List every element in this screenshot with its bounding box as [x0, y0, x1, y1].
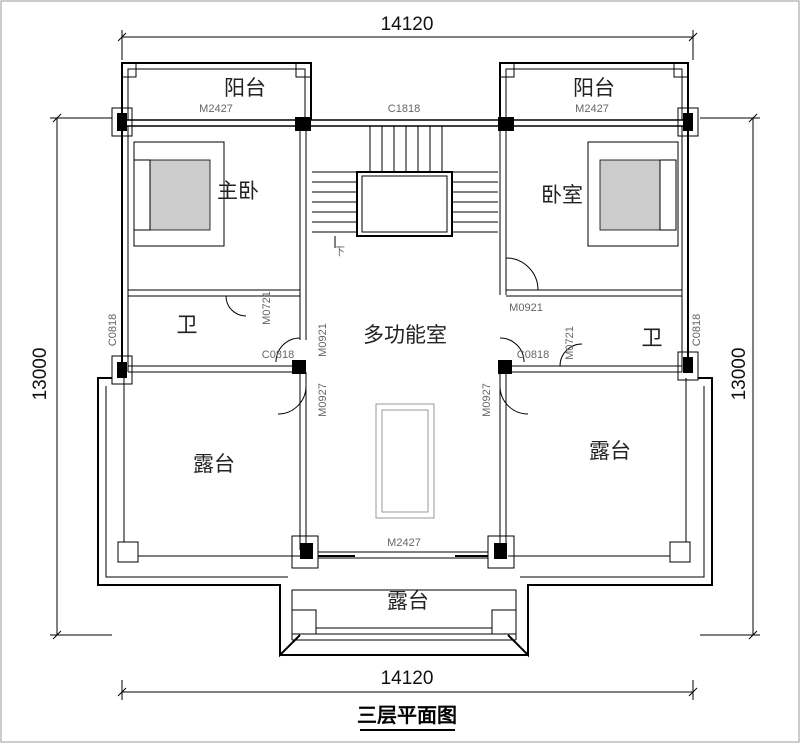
staircase: 下 — [312, 126, 498, 258]
pool-table — [375, 403, 435, 519]
room-label-balcony-right: 阳台 — [573, 76, 615, 100]
left-dimension: 13000 — [30, 113, 112, 640]
top-dimension: 14120 — [117, 14, 698, 60]
code-bath-right-door: M0721 — [564, 326, 576, 360]
top-dimension-text: 14120 — [381, 14, 434, 35]
room-label-multipurpose: 多功能室 — [363, 323, 447, 347]
code-center-right-window: C0818 — [517, 349, 549, 361]
room-label-bathroom-left: 卫 — [177, 313, 198, 337]
code-center-left-window: C0818 — [262, 349, 294, 361]
code-bedroom-door: M0921 — [509, 302, 543, 314]
room-label-bathroom-right: 卫 — [642, 326, 663, 350]
room-label-terrace-right: 露台 — [589, 439, 631, 463]
code-balcony-left-door: M2427 — [199, 103, 233, 115]
door-arcs — [225, 257, 583, 415]
stair-down-label: 下 — [334, 246, 345, 258]
left-dimension-text: 13000 — [30, 348, 51, 401]
code-bath-left-window: C0818 — [107, 314, 119, 346]
room-label-master-bedroom: 主卧 — [217, 179, 259, 203]
room-label-balcony-left: 阳台 — [224, 76, 266, 100]
terrace-bottom-outline — [280, 535, 528, 656]
balcony-right-outline — [499, 62, 689, 120]
terrace-left-outline — [97, 372, 307, 658]
code-bath-right-window: C0818 — [691, 314, 703, 346]
bedroom-bed — [587, 141, 679, 247]
right-dimension-text: 13000 — [729, 348, 750, 401]
code-terrace-right-door: M0927 — [481, 383, 493, 417]
code-master-door: M0921 — [317, 323, 329, 357]
room-label-terrace-left: 露台 — [193, 452, 235, 476]
code-terrace-bottom-door: M2427 — [387, 537, 421, 549]
terrace-right-outline — [499, 372, 713, 658]
code-terrace-left-door: M0927 — [317, 383, 329, 417]
room-label-bedroom: 卧室 — [541, 183, 583, 207]
code-stair-window: C1818 — [388, 103, 420, 115]
drawing-title: 三层平面图 — [357, 703, 457, 727]
bottom-dimension: 14120 — [117, 668, 698, 700]
code-balcony-right-door: M2427 — [575, 103, 609, 115]
bottom-dimension-text: 14120 — [381, 668, 434, 689]
room-label-terrace-bottom: 露台 — [387, 589, 429, 613]
main-walls — [111, 107, 699, 385]
balcony-left-outline — [121, 62, 312, 120]
master-bed — [133, 141, 225, 247]
code-bath-left-door: M0721 — [261, 291, 273, 325]
right-dimension: 13000 — [700, 113, 760, 640]
